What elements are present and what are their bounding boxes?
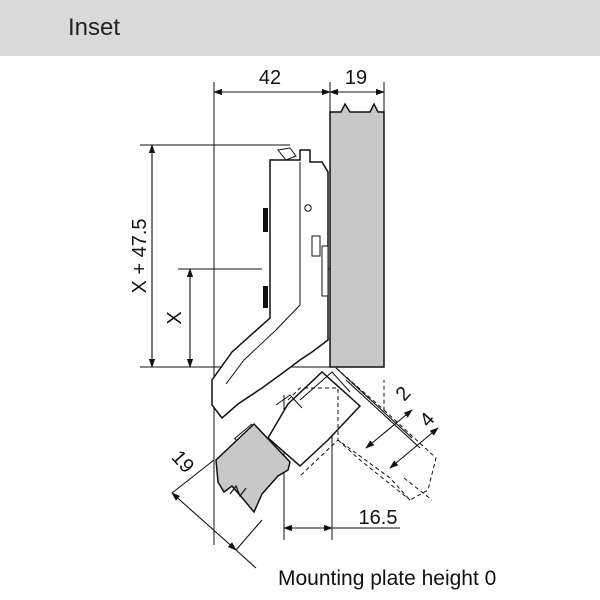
dim-door-thickness-top: 19 bbox=[345, 67, 367, 89]
dim-door-thickness-bottom: 19 bbox=[167, 446, 198, 477]
page-title: Inset bbox=[68, 14, 121, 41]
hinge-arm bbox=[211, 147, 329, 420]
dim-total-height: X + 47.5 bbox=[129, 218, 151, 293]
footer-caption: Mounting plate height 0 bbox=[278, 567, 497, 590]
dim-gap-a: 2 bbox=[392, 382, 416, 405]
door-panel bbox=[329, 102, 385, 368]
dim-bottom-offset: 16.5 bbox=[359, 507, 398, 529]
dim-x-height: X bbox=[164, 311, 186, 324]
dashed-outlines bbox=[287, 367, 437, 501]
dim-top-offset: 42 bbox=[259, 67, 281, 89]
dim-gap-b: 4 bbox=[416, 408, 440, 431]
header-bar bbox=[0, 0, 600, 56]
door-panel-open bbox=[215, 422, 291, 514]
